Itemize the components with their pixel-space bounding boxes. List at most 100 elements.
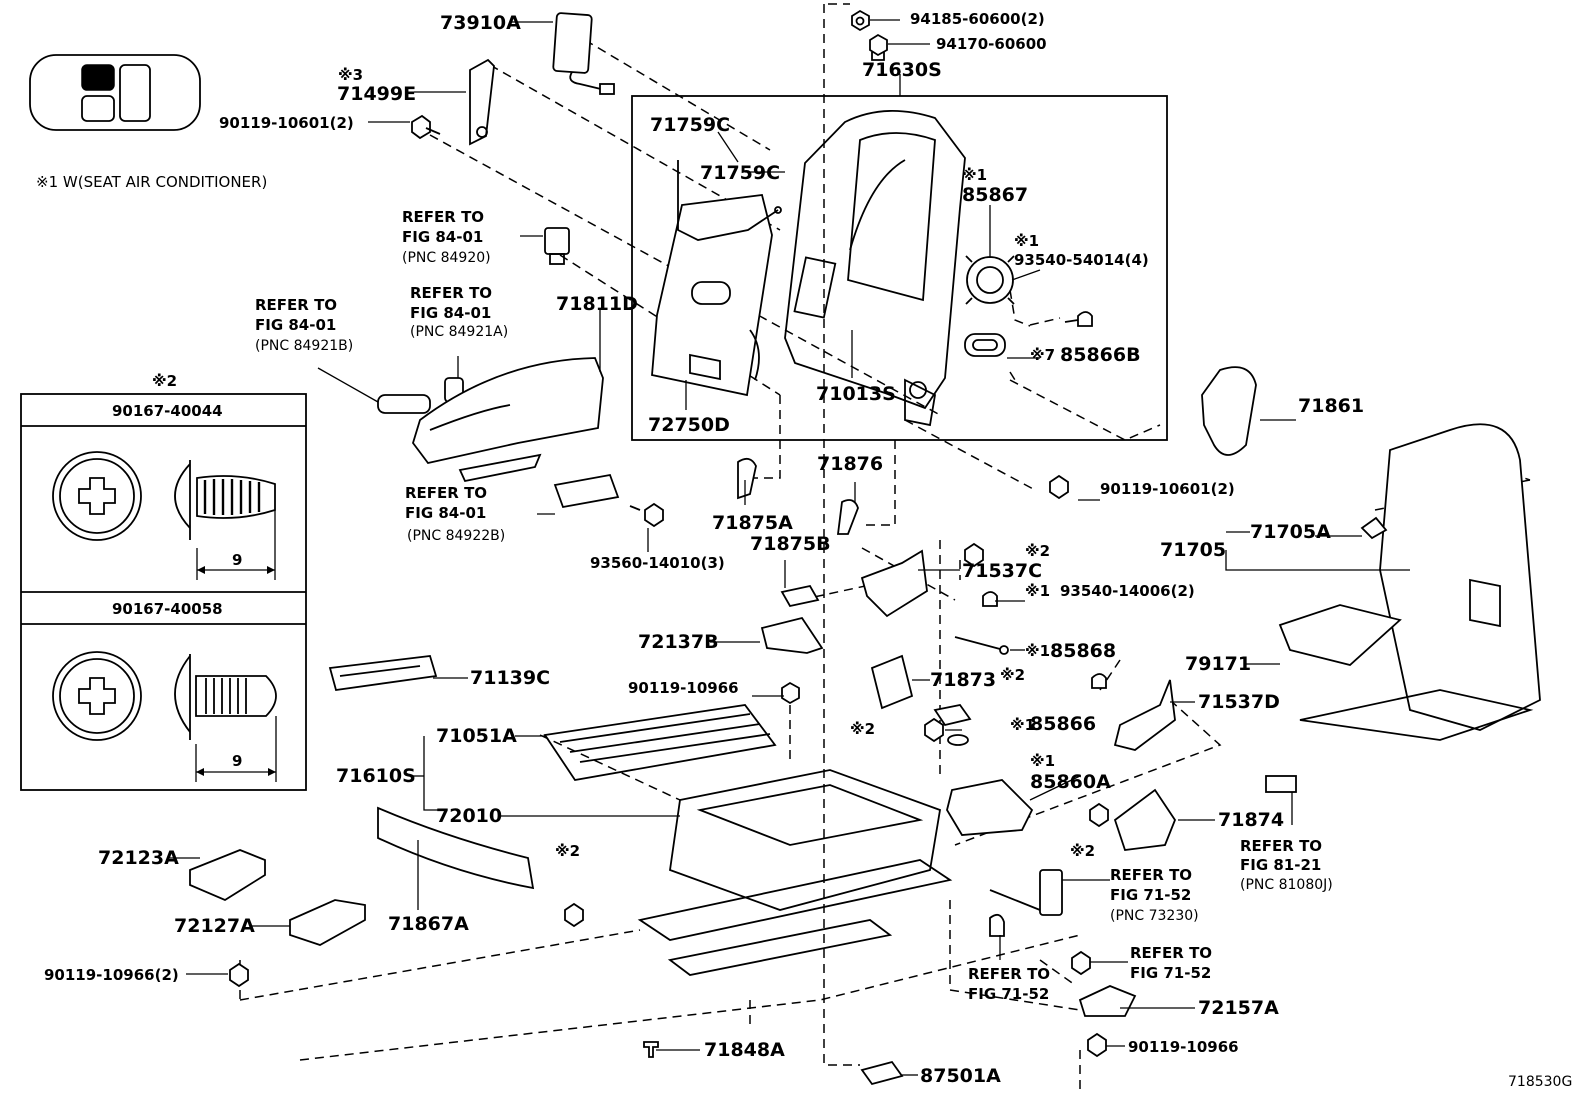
part-72157A bbox=[1078, 985, 1137, 1017]
clip-90167-40044-drawing bbox=[52, 451, 276, 580]
figure-id: 718530G bbox=[1508, 1074, 1572, 1090]
nut-94170-60600 bbox=[869, 33, 888, 61]
label-71875B: 71875B bbox=[750, 533, 831, 555]
label-93540-54014: 93540-54014(4) bbox=[1014, 251, 1149, 269]
label-71759C-2: 71759C bbox=[700, 162, 780, 184]
label-87501A: 87501A bbox=[920, 1065, 1001, 1087]
ref-7152b-line2: FIG 71-52 bbox=[1130, 964, 1211, 982]
label-72127A: 72127A bbox=[174, 915, 255, 937]
label-note-1-93540-54014: ※1 bbox=[1014, 232, 1039, 250]
part-73230-buckle bbox=[989, 869, 1063, 916]
bolt-71867A bbox=[564, 902, 584, 928]
ref-84921A-line3: (PNC 84921A) bbox=[410, 324, 508, 340]
part-71811D-side-shield bbox=[412, 357, 604, 483]
screw-71537C bbox=[964, 542, 984, 568]
label-85866B: 85866B bbox=[1060, 344, 1141, 366]
part-71705A bbox=[1360, 516, 1388, 540]
part-73910A bbox=[552, 12, 615, 95]
label-71537D: 71537D bbox=[1198, 691, 1280, 713]
label-71861: 71861 bbox=[1298, 395, 1364, 417]
inset-dim-2: 9 bbox=[232, 752, 242, 770]
part-71875A bbox=[737, 457, 757, 500]
clip-90167-40058-drawing bbox=[52, 651, 277, 782]
label-note-2-bolt: ※2 bbox=[555, 842, 580, 860]
screw-93560-14010 bbox=[629, 502, 664, 528]
label-note-1-93540-14006: ※1 bbox=[1025, 582, 1050, 600]
part-85866 bbox=[933, 704, 972, 746]
label-note-7: ※7 bbox=[1030, 346, 1055, 364]
clip-71848A bbox=[643, 1041, 659, 1058]
label-note-1-85868: ※1 bbox=[1025, 642, 1050, 660]
label-79171: 79171 bbox=[1185, 653, 1251, 675]
wire-71759C bbox=[677, 160, 782, 241]
part-81080J-connector bbox=[1265, 775, 1297, 793]
part-85860A-motor bbox=[946, 779, 1034, 836]
part-72127A bbox=[289, 899, 366, 946]
part-72123A bbox=[189, 849, 266, 902]
legend-note-1: ※1 W(SEAT AIR CONDITIONER) bbox=[36, 173, 267, 191]
label-90119-10601-2-top: 90119-10601(2) bbox=[219, 114, 354, 132]
label-71867A: 71867A bbox=[388, 913, 469, 935]
label-90119-10966-b: 90119-10966 bbox=[1128, 1038, 1239, 1056]
bolt-71873 bbox=[924, 717, 944, 743]
label-85867: 85867 bbox=[962, 184, 1028, 206]
ref-73230-line3: (PNC 73230) bbox=[1110, 908, 1199, 924]
label-71811D: 71811D bbox=[556, 293, 638, 315]
label-73910A: 73910A bbox=[440, 12, 521, 34]
part-7152-bracket-a bbox=[989, 913, 1005, 937]
nut-94185-60600 bbox=[851, 9, 870, 32]
label-72157A: 72157A bbox=[1198, 997, 1279, 1019]
part-71867A bbox=[377, 806, 535, 890]
label-72123A: 72123A bbox=[98, 847, 179, 869]
inset-part-90167-40058: 90167-40058 bbox=[112, 600, 223, 618]
part-71874 bbox=[1113, 788, 1177, 851]
part-79171-seat-cushion bbox=[1278, 604, 1534, 741]
ref-84921B-line2: FIG 84-01 bbox=[255, 316, 336, 334]
label-71705: 71705 bbox=[1160, 539, 1226, 561]
part-72137B bbox=[760, 616, 824, 654]
ref-84921A-line2: FIG 84-01 bbox=[410, 304, 491, 322]
label-90119-10966-2: 90119-10966(2) bbox=[44, 966, 179, 984]
label-71537C: 71537C bbox=[962, 560, 1042, 582]
ref-84920-line3: (PNC 84920) bbox=[402, 250, 491, 266]
part-71051A-seat-spring bbox=[543, 704, 777, 781]
part-85867 bbox=[965, 255, 1015, 305]
ref-84922B-line2: FIG 84-01 bbox=[405, 504, 486, 522]
ref-84920-line2: FIG 84-01 bbox=[402, 228, 483, 246]
ref-81080J-line3: (PNC 81080J) bbox=[1240, 877, 1333, 893]
bolt-90119-10966-a bbox=[781, 681, 800, 705]
part-71013S-seatback-frame bbox=[784, 110, 966, 427]
label-85860A: 85860A bbox=[1030, 771, 1111, 793]
part-84921B-knob bbox=[377, 394, 431, 414]
label-72137B: 72137B bbox=[638, 631, 719, 653]
bolt-71874 bbox=[1089, 802, 1109, 828]
label-71759C-1: 71759C bbox=[650, 114, 730, 136]
seat-position-icon bbox=[29, 54, 201, 131]
label-note-2-screw: ※2 bbox=[1000, 666, 1025, 684]
ref-7152a-line1: REFER TO bbox=[968, 965, 1050, 983]
label-93540-14006: 93540-14006(2) bbox=[1060, 582, 1195, 600]
ref-84921B-line3: (PNC 84921B) bbox=[255, 338, 353, 354]
ref-84921B-line1: REFER TO bbox=[255, 296, 337, 314]
bolt-90119-10966-2 bbox=[229, 962, 249, 988]
inset-marker: ※2 bbox=[152, 372, 177, 390]
leader-lines bbox=[170, 19, 1410, 1076]
part-71861 bbox=[1201, 366, 1257, 456]
bolt-90119-10601-mid bbox=[1049, 474, 1069, 500]
part-71873 bbox=[870, 654, 914, 710]
part-71139C bbox=[328, 655, 438, 692]
ref-81080J-line2: FIG 81-21 bbox=[1240, 856, 1321, 874]
label-71630S: 71630S bbox=[862, 59, 942, 81]
ref-84920-line1: REFER TO bbox=[402, 208, 484, 226]
ref-84922B-line1: REFER TO bbox=[405, 484, 487, 502]
label-71873: 71873 bbox=[930, 669, 996, 691]
screw-93540-54014 bbox=[1064, 311, 1093, 327]
label-90119-10966-a: 90119-10966 bbox=[628, 679, 739, 697]
label-note-2-85866: ※2 bbox=[850, 720, 875, 738]
part-85866B bbox=[964, 333, 1006, 357]
part-71875B bbox=[780, 584, 820, 608]
part-87501A bbox=[860, 1060, 904, 1086]
label-71848A: 71848A bbox=[704, 1039, 785, 1061]
part-71537C bbox=[860, 549, 928, 618]
